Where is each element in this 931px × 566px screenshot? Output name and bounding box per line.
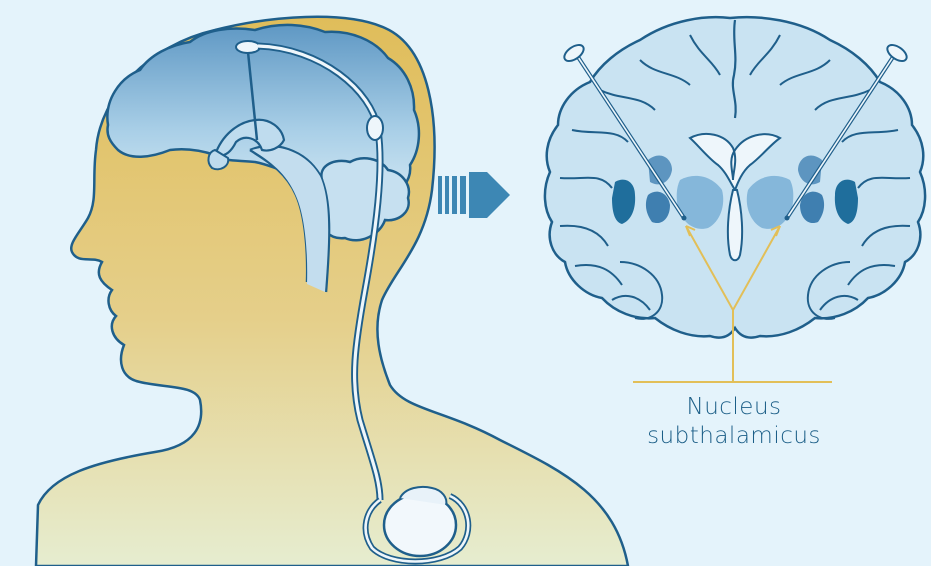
burr-hole-cap-icon xyxy=(236,41,260,53)
direction-arrow-icon xyxy=(438,172,510,218)
lead-connector-icon xyxy=(367,116,383,140)
nucleus-label-line2: subthalamicus xyxy=(612,422,856,451)
coronal-section xyxy=(545,17,925,337)
third-ventricle xyxy=(728,190,742,260)
nucleus-label: Nucleus subthalamicus xyxy=(612,393,856,451)
nucleus-label-line1: Nucleus xyxy=(612,393,856,422)
